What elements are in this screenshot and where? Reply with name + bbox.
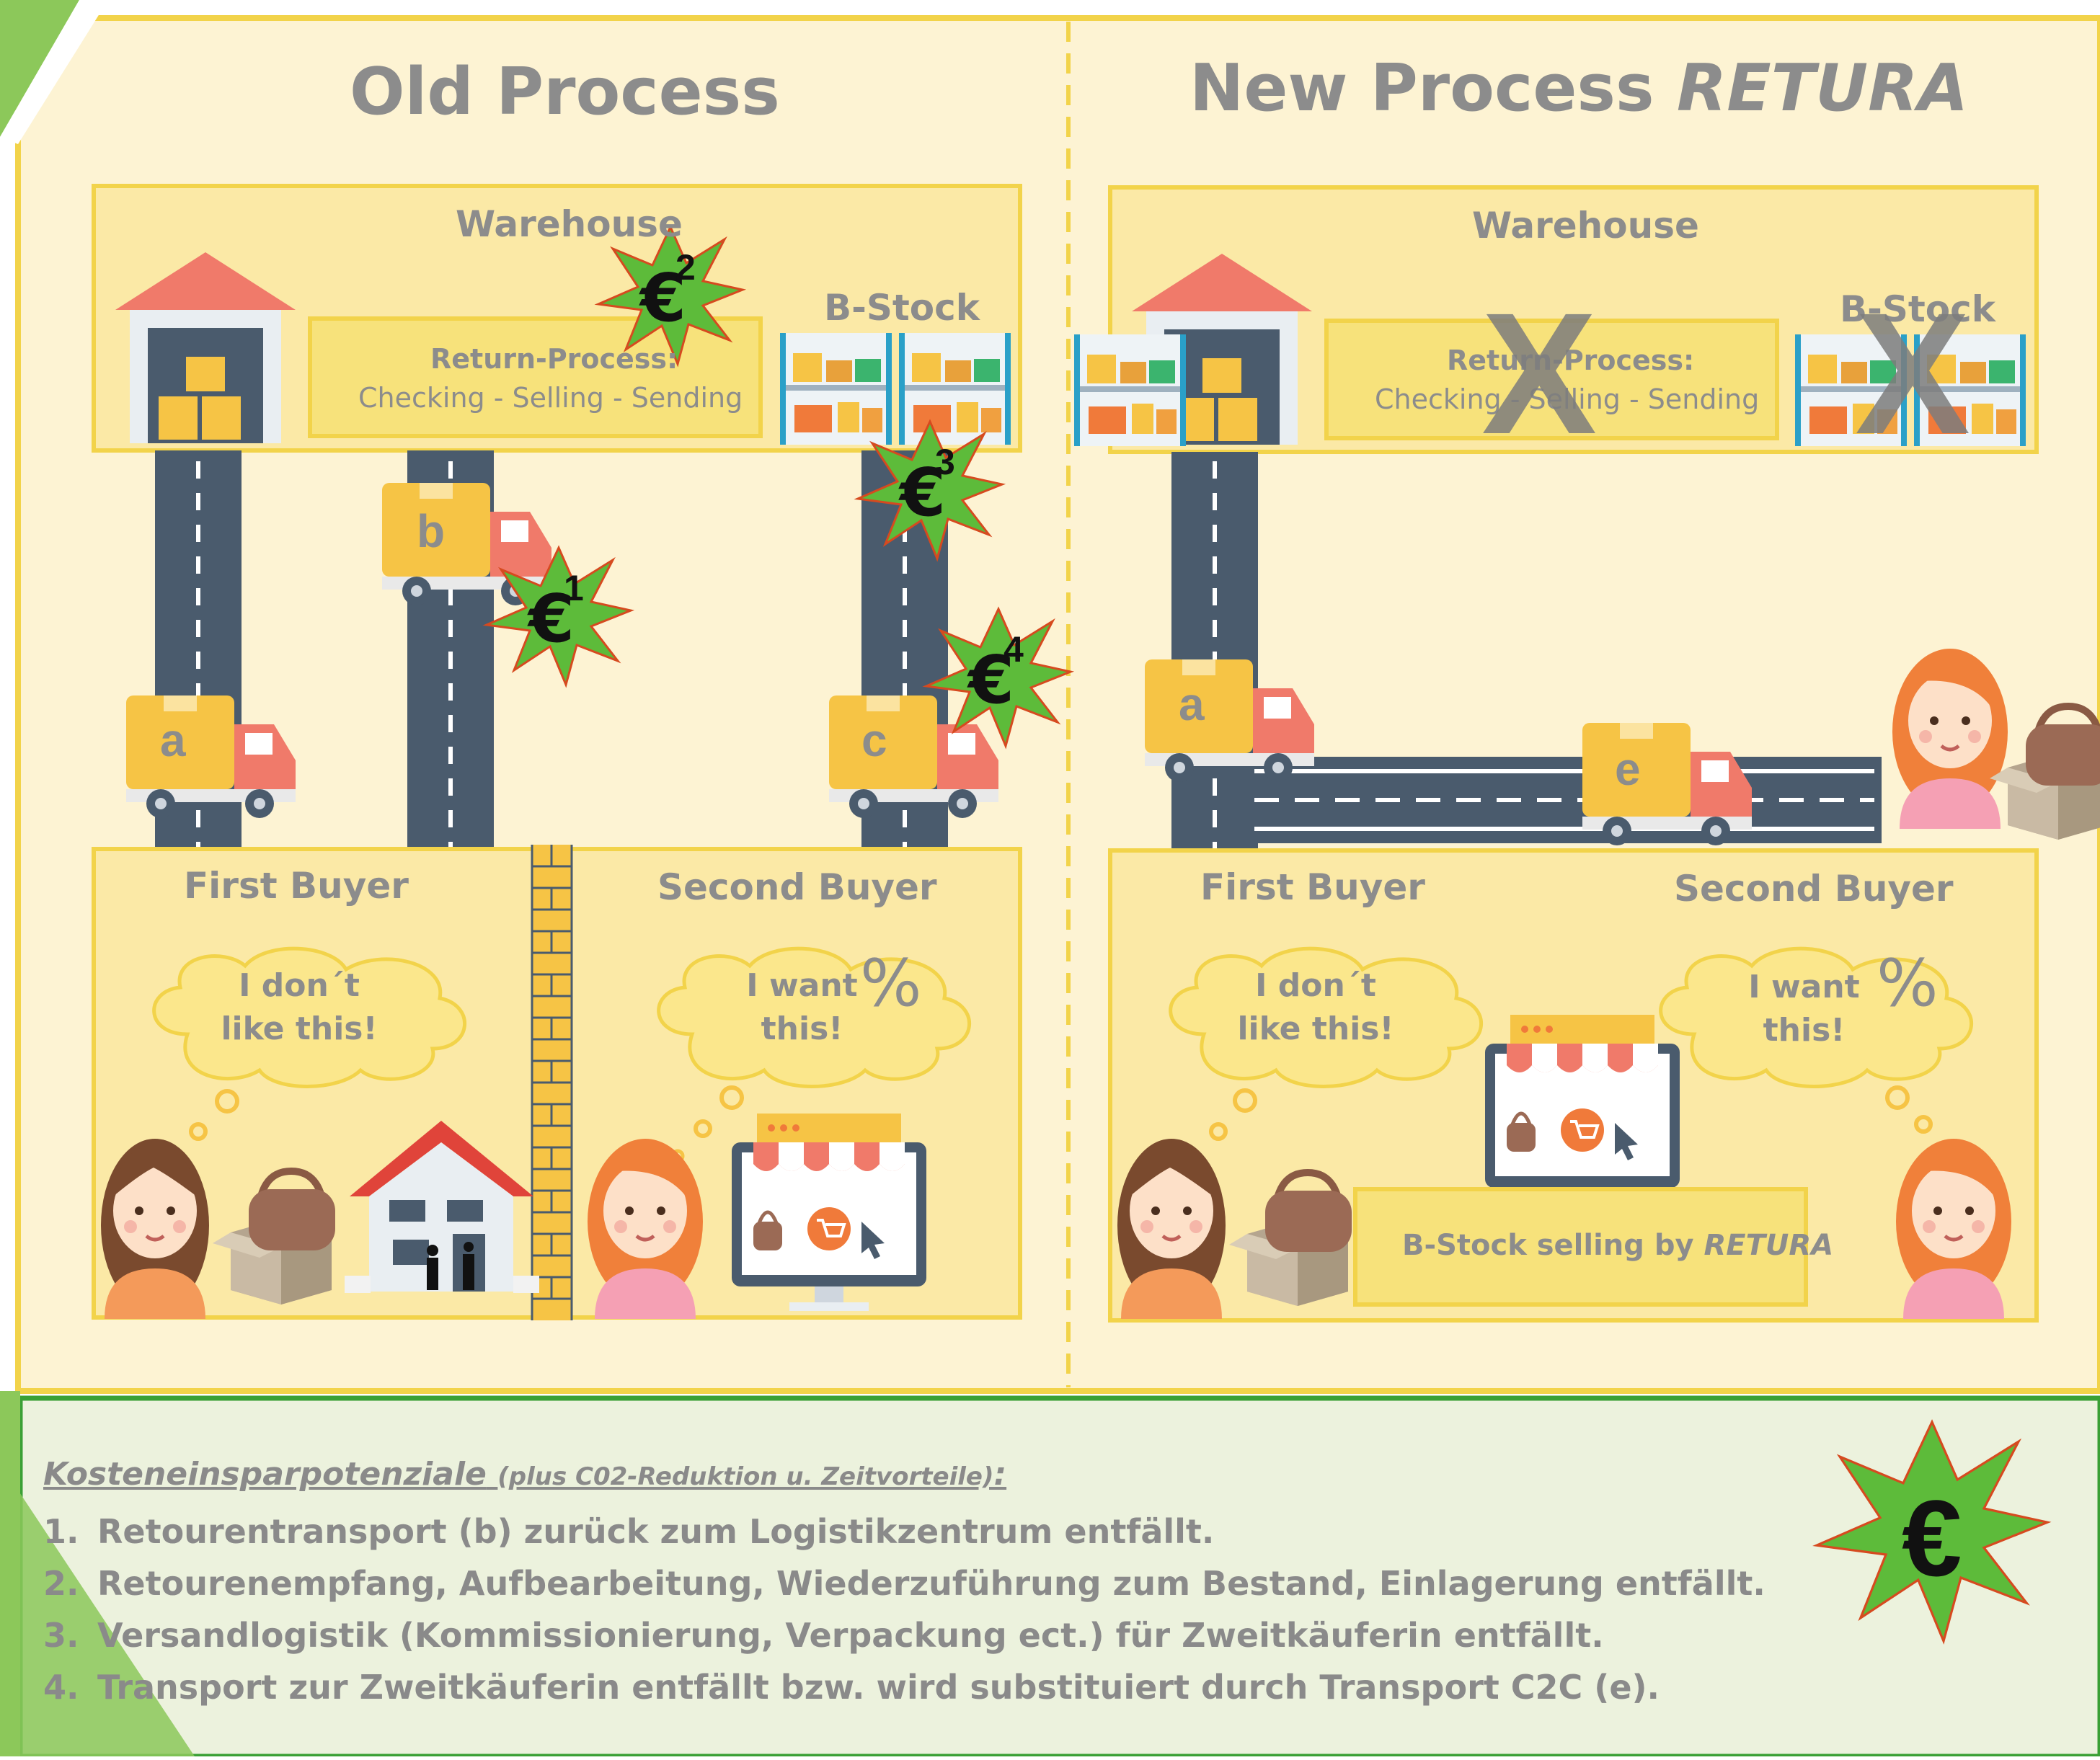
new-warehouse-label: Warehouse xyxy=(1472,205,1699,246)
savings-item: 4. Transport zur Zweitkäuferin entfällt b… xyxy=(43,1661,1773,1713)
savings-item-text: Versandlogistik (Kommissionierung, Verpa… xyxy=(97,1616,1604,1655)
truck-b-letter: b xyxy=(417,505,446,557)
new-process-title: New Process RETURA xyxy=(1189,50,1968,126)
savings-item: 3. Versandlogistik (Kommissionierung, Ver… xyxy=(43,1609,1773,1661)
old-second-buyer-label: Second Buyer xyxy=(657,866,937,908)
savings-item: 2. Retourenempfang, Aufbearbeitung, Wiede… xyxy=(43,1557,1773,1609)
old-process-title: Old Process xyxy=(350,54,780,130)
euro-index-2: 2 xyxy=(675,247,696,288)
savings-item: 1. Retourentransport (b) zurück zum Logis… xyxy=(43,1506,1773,1557)
savings-item-number: 2. xyxy=(43,1564,79,1603)
return-process-cross-mark: X xyxy=(1481,277,1598,470)
old-warehouse-label: Warehouse xyxy=(456,203,683,245)
truck-e-letter: e xyxy=(1615,743,1641,795)
savings-heading-suffix: : xyxy=(993,1456,1007,1493)
new-first-buyer-label: First Buyer xyxy=(1200,866,1425,908)
euro-index-1: 1 xyxy=(564,568,584,608)
euro-index-3: 3 xyxy=(935,442,955,482)
new-bstock-label: B-Stock xyxy=(1840,288,1996,330)
old-first-buyer-thought: I don´t like this! xyxy=(221,967,378,1047)
savings-item-text: Transport zur Zweitkäuferin entfällt bzw… xyxy=(97,1668,1660,1707)
savings-item-number: 3. xyxy=(43,1616,79,1655)
old-percent-icon: % xyxy=(860,946,922,1021)
savings-heading-note: (plus C02-Reduktion u. Zeitvorteile) xyxy=(497,1462,994,1491)
house-icon xyxy=(345,1121,539,1293)
savings-item-number: 1. xyxy=(43,1512,79,1551)
old-return-process-title: Return-Process: xyxy=(430,343,678,375)
savings-heading-text: Kosteneinsparpotenziale xyxy=(43,1456,487,1493)
new-return-process-title: Return-Process: xyxy=(1447,345,1695,376)
new-percent-icon: % xyxy=(1877,946,1939,1021)
savings-item-text: Retourentransport (b) zurück zum Logisti… xyxy=(97,1512,1215,1551)
retura-brand: RETURA xyxy=(1676,50,1969,126)
euro-index-4: 4 xyxy=(1004,629,1024,670)
new-second-buyer-label: Second Buyer xyxy=(1674,868,1954,910)
savings-item-text: Retourenempfang, Aufbearbeitung, Wiederz… xyxy=(97,1564,1765,1603)
truck-a-new-letter: a xyxy=(1179,678,1205,730)
new-return-process-steps: Checking - Selling - Sending xyxy=(1375,383,1760,415)
bstock-selling-brand: RETURA xyxy=(1704,1229,1834,1262)
old-return-process-steps: Checking - Selling - Sending xyxy=(358,382,743,414)
truck-c-letter: c xyxy=(861,714,887,766)
savings-notes: Kosteneinsparpotenziale (plus C02-Redukt… xyxy=(43,1456,1773,1713)
old-second-buyer-thought: I want this! xyxy=(746,967,858,1047)
old-bstock-label: B-Stock xyxy=(824,287,980,329)
bstock-cross-mark: X xyxy=(1855,277,1971,470)
new-first-buyer-thought: I don´t like this! xyxy=(1237,967,1394,1047)
euro-savings-badge xyxy=(1812,1419,2052,1645)
old-first-buyer-label: First Buyer xyxy=(184,865,409,907)
savings-heading: Kosteneinsparpotenziale (plus C02-Redukt… xyxy=(43,1456,1773,1493)
savings-item-number: 4. xyxy=(43,1668,79,1707)
new-second-buyer-thought: I want this! xyxy=(1748,969,1860,1049)
bstock-selling-label: B-Stock selling by RETURA xyxy=(1402,1229,1833,1262)
truck-a-letter: a xyxy=(160,714,186,766)
savings-euro-symbol: € xyxy=(1902,1477,1962,1599)
savings-list: 1. Retourentransport (b) zurück zum Logis… xyxy=(43,1506,1773,1713)
bstock-selling-prefix: B-Stock selling by xyxy=(1402,1229,1694,1262)
new-process-title-prefix: New Process xyxy=(1189,50,1654,126)
